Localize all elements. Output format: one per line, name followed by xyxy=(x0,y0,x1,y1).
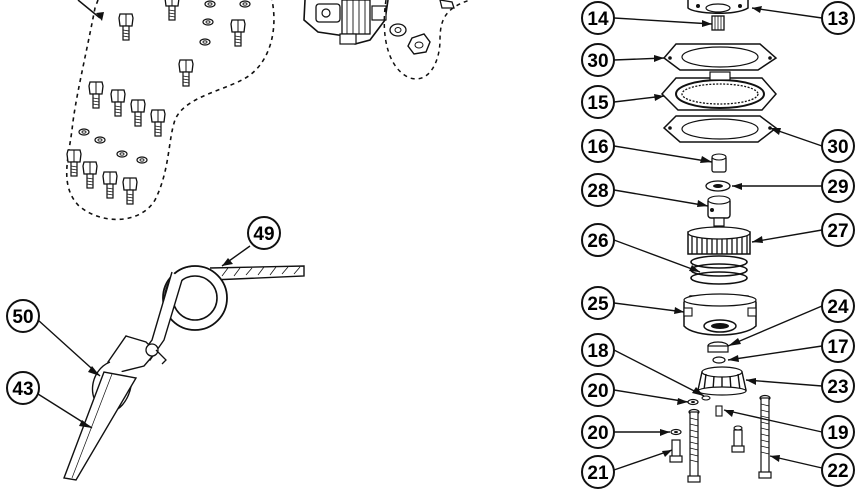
part-19-screw xyxy=(715,405,723,417)
pulley-strap-assembly xyxy=(63,265,305,481)
callout-24: 24 xyxy=(821,289,855,323)
callout-25: 25 xyxy=(581,286,615,320)
leader-arrows xyxy=(79,6,781,462)
callout-24-label: 24 xyxy=(827,297,849,318)
callout-15: 15 xyxy=(581,85,615,119)
callout-26-label: 26 xyxy=(587,231,608,252)
callout-43: 43 xyxy=(6,371,40,405)
callout-50-label: 50 xyxy=(12,307,33,328)
callout-18: 18 xyxy=(581,333,615,367)
callout-15-label: 15 xyxy=(587,93,609,114)
callouts: 13 14 30 15 30 16 29 28 xyxy=(6,1,855,489)
callout-14-label: 14 xyxy=(587,9,609,30)
callout-17: 17 xyxy=(821,329,855,363)
strap-43 xyxy=(63,371,138,481)
callout-23: 23 xyxy=(821,369,855,403)
part-short-bolt-right xyxy=(731,425,745,453)
callout-21: 21 xyxy=(581,455,615,489)
hardware-kit-outline xyxy=(65,0,275,221)
callout-25-label: 25 xyxy=(587,294,609,315)
callout-19: 19 xyxy=(821,415,855,449)
callout-30-bottom-label: 30 xyxy=(827,137,848,158)
callout-29-label: 29 xyxy=(827,177,848,198)
callout-16: 16 xyxy=(581,129,615,163)
callout-16-label: 16 xyxy=(587,137,608,158)
callout-49: 49 xyxy=(247,216,281,250)
callout-20-upper: 20 xyxy=(581,373,615,407)
callout-22: 22 xyxy=(821,453,855,487)
part-17-washer xyxy=(712,356,726,364)
callout-30-top-label: 30 xyxy=(587,51,608,72)
callout-20-lower-label: 20 xyxy=(587,423,608,444)
part-long-bolt-left xyxy=(687,408,701,483)
actuator-stack xyxy=(660,0,778,483)
part-18-washer xyxy=(701,395,711,401)
part-21-bolt xyxy=(669,439,683,463)
callout-30-bottom: 30 xyxy=(821,129,855,163)
callout-26: 26 xyxy=(581,223,615,257)
callout-28-label: 28 xyxy=(587,181,608,202)
callout-28: 28 xyxy=(581,173,615,207)
callout-13-label: 13 xyxy=(827,9,848,30)
callout-14: 14 xyxy=(581,1,615,35)
callout-17-label: 17 xyxy=(827,337,848,358)
kit-leader-arrow xyxy=(96,12,104,21)
callout-23-label: 23 xyxy=(827,377,848,398)
callout-22-label: 22 xyxy=(827,461,848,482)
callout-20-upper-label: 20 xyxy=(587,381,608,402)
callout-27: 27 xyxy=(821,213,855,247)
callout-19-label: 19 xyxy=(827,423,848,444)
callout-43-label: 43 xyxy=(12,379,33,400)
part-22-long-bolt xyxy=(758,394,772,479)
kit-leader-line xyxy=(77,0,101,19)
callout-21-label: 21 xyxy=(587,463,609,484)
callout-29: 29 xyxy=(821,169,855,203)
callout-49-label: 49 xyxy=(253,224,274,245)
callout-18-label: 18 xyxy=(587,341,608,362)
callout-30-top: 30 xyxy=(581,43,615,77)
callout-50: 50 xyxy=(6,299,40,333)
cable-49 xyxy=(209,265,305,281)
callout-13: 13 xyxy=(821,1,855,35)
motor-assembly-fragment xyxy=(303,0,389,45)
callout-20-lower: 20 xyxy=(581,415,615,449)
hardware-kit-group xyxy=(65,0,275,221)
part-26-spring xyxy=(690,255,748,285)
nut-kit-group xyxy=(383,0,471,80)
callout-27-label: 27 xyxy=(827,221,848,242)
